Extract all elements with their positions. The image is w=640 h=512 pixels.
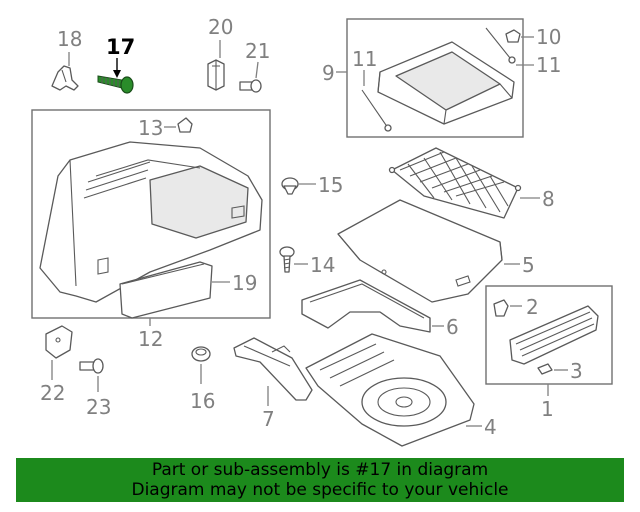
part-9-cargo-cover[interactable]: [377, 41, 515, 125]
callout-10[interactable]: 10: [536, 25, 561, 49]
part-4-tire-well[interactable]: [305, 333, 475, 447]
callout-6[interactable]: 6: [446, 315, 459, 339]
callout-13[interactable]: 13: [138, 116, 163, 140]
part-5-load-floor[interactable]: [337, 199, 503, 303]
part-23-bolt[interactable]: [79, 358, 104, 374]
part-18-clip[interactable]: [51, 65, 79, 91]
callout-21[interactable]: 21: [245, 39, 270, 63]
box-sill-assembly: [485, 285, 613, 385]
callout-2[interactable]: 2: [526, 295, 539, 319]
callout-3[interactable]: 3: [570, 359, 583, 383]
part-3-clip[interactable]: [537, 363, 553, 375]
callout-5[interactable]: 5: [522, 253, 535, 277]
callout-7[interactable]: 7: [262, 407, 275, 431]
callout-1[interactable]: 1: [541, 397, 554, 421]
callout-19[interactable]: 19: [232, 271, 257, 295]
box-side-trim: [31, 109, 271, 319]
callout-14[interactable]: 14: [310, 253, 335, 277]
part-16-grommet[interactable]: [191, 346, 211, 362]
part-17-screw[interactable]: [97, 75, 134, 94]
part-22-cover[interactable]: [45, 325, 73, 359]
callout-11b[interactable]: 11: [536, 53, 561, 77]
part-21-bolt[interactable]: [239, 79, 262, 93]
part-6-floor-panel[interactable]: [301, 279, 431, 333]
callout-11a[interactable]: 11: [352, 47, 377, 71]
callout-15[interactable]: 15: [318, 173, 343, 197]
callout-22[interactable]: 22: [40, 381, 65, 405]
part-8-cargo-net[interactable]: [388, 147, 522, 219]
callout-12[interactable]: 12: [138, 327, 163, 351]
part-13-clip[interactable]: [177, 117, 193, 133]
callout-9[interactable]: 9: [322, 61, 335, 85]
part-11-rod-left[interactable]: [361, 89, 392, 132]
part-14-screw[interactable]: [279, 246, 295, 273]
part-20-bracket[interactable]: [207, 59, 225, 91]
part-1-sill-plate[interactable]: [509, 305, 599, 365]
notice-banner: Part or sub-assembly is #17 in diagram D…: [16, 458, 624, 502]
part-12-quarter-trim[interactable]: [39, 141, 263, 303]
callout-17[interactable]: 17: [106, 35, 135, 59]
box-cover-assembly: [346, 18, 524, 138]
callout-4[interactable]: 4: [484, 415, 497, 439]
callout-8[interactable]: 8: [542, 187, 555, 211]
callout-23[interactable]: 23: [86, 395, 111, 419]
callout-20[interactable]: 20: [208, 15, 233, 39]
part-11-rod-right[interactable]: [485, 27, 516, 64]
leader-17-arrow: [113, 70, 121, 78]
leader-21: [255, 61, 259, 79]
callout-18[interactable]: 18: [57, 27, 82, 51]
part-10-clip[interactable]: [505, 29, 521, 43]
part-15-pin[interactable]: [281, 177, 299, 195]
notice-line-1: Part or sub-assembly is #17 in diagram: [151, 460, 489, 480]
part-19-pocket[interactable]: [119, 261, 213, 319]
notice-line-2: Diagram may not be specific to your vehi…: [131, 480, 509, 500]
callout-16[interactable]: 16: [190, 389, 215, 413]
part-7-rail[interactable]: [233, 337, 313, 401]
part-2-clip[interactable]: [493, 299, 509, 317]
